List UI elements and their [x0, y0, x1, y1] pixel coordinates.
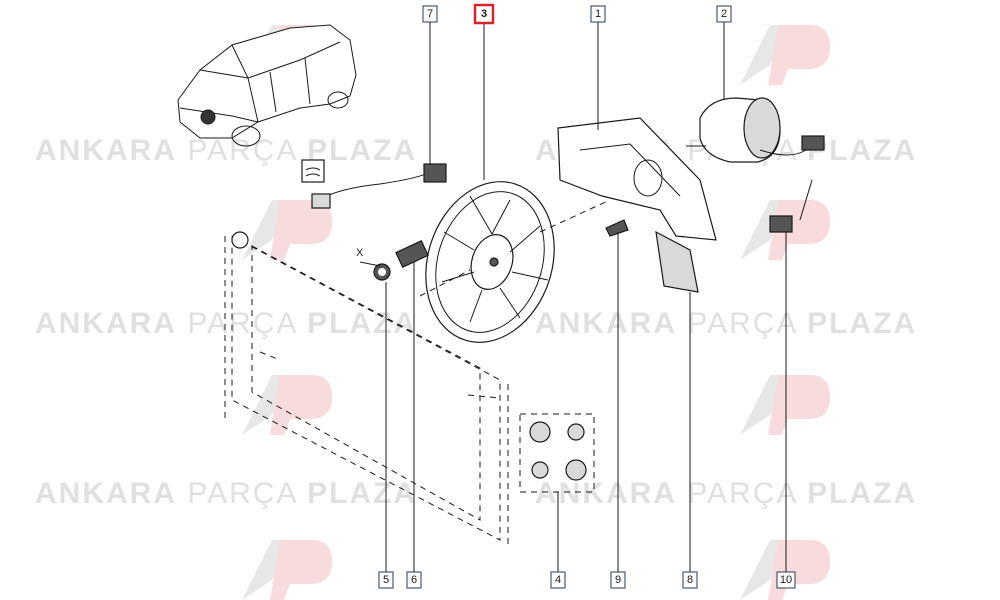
svg-text:8: 8 — [687, 574, 693, 586]
marker-x-label: X — [356, 247, 364, 259]
watermark-text: ANKARA PARÇA PLAZA — [535, 307, 917, 340]
grommet-part-5 — [373, 263, 391, 281]
callout-4[interactable]: 4 — [550, 571, 566, 589]
svg-text:3: 3 — [481, 8, 487, 20]
grommet-set-4 — [519, 413, 595, 493]
car-highlight-marker — [200, 109, 216, 125]
fan-illustration — [419, 181, 611, 343]
callout-6[interactable]: 6 — [406, 571, 422, 589]
watermark-logo — [740, 25, 830, 85]
leader-lines — [359, 22, 787, 572]
wiring-connector-7 — [311, 163, 447, 209]
svg-text:1: 1 — [595, 8, 601, 20]
svg-text:7: 7 — [427, 8, 433, 20]
svg-text:10: 10 — [780, 574, 792, 586]
svg-text:6: 6 — [411, 574, 417, 586]
watermark-logo — [242, 375, 332, 435]
svg-text:5: 5 — [383, 574, 389, 586]
watermark-logo — [242, 200, 332, 260]
watermark-text: ANKARA PARÇA PLAZA — [35, 477, 417, 510]
callout-7[interactable]: 7 — [422, 5, 438, 23]
watermark-text: ANKARA PARÇA PLAZA — [35, 134, 417, 167]
callout-1[interactable]: 1 — [590, 5, 606, 23]
sensor-part-10 — [769, 179, 813, 233]
callout-9[interactable]: 9 — [610, 571, 626, 589]
watermark-logo — [740, 540, 830, 600]
callout-5[interactable]: 5 — [378, 571, 394, 589]
callout-3[interactable]: 3 — [473, 3, 495, 25]
bolt-part-9 — [605, 219, 629, 237]
callout-10[interactable]: 10 — [776, 571, 796, 589]
svg-text:2: 2 — [721, 8, 727, 20]
motor-illustration — [686, 97, 825, 163]
watermark-logo-group — [242, 25, 830, 600]
watermark-text: ANKARA PARÇA PLAZA — [35, 307, 417, 340]
watermark-text: ANKARA PARÇA PLAZA — [535, 477, 917, 510]
bracket-illustration — [557, 117, 717, 293]
temperature-icon — [301, 159, 325, 183]
sensor-part-6 — [395, 240, 429, 268]
watermark-logo — [242, 540, 332, 600]
callout-8[interactable]: 8 — [682, 571, 698, 589]
watermark-logo — [740, 200, 830, 260]
watermark-logo — [740, 375, 830, 435]
svg-text:4: 4 — [555, 574, 561, 586]
callout-2[interactable]: 2 — [716, 5, 732, 23]
radiator-illustration — [224, 231, 509, 545]
svg-text:9: 9 — [615, 574, 621, 586]
car-illustration — [177, 24, 357, 147]
